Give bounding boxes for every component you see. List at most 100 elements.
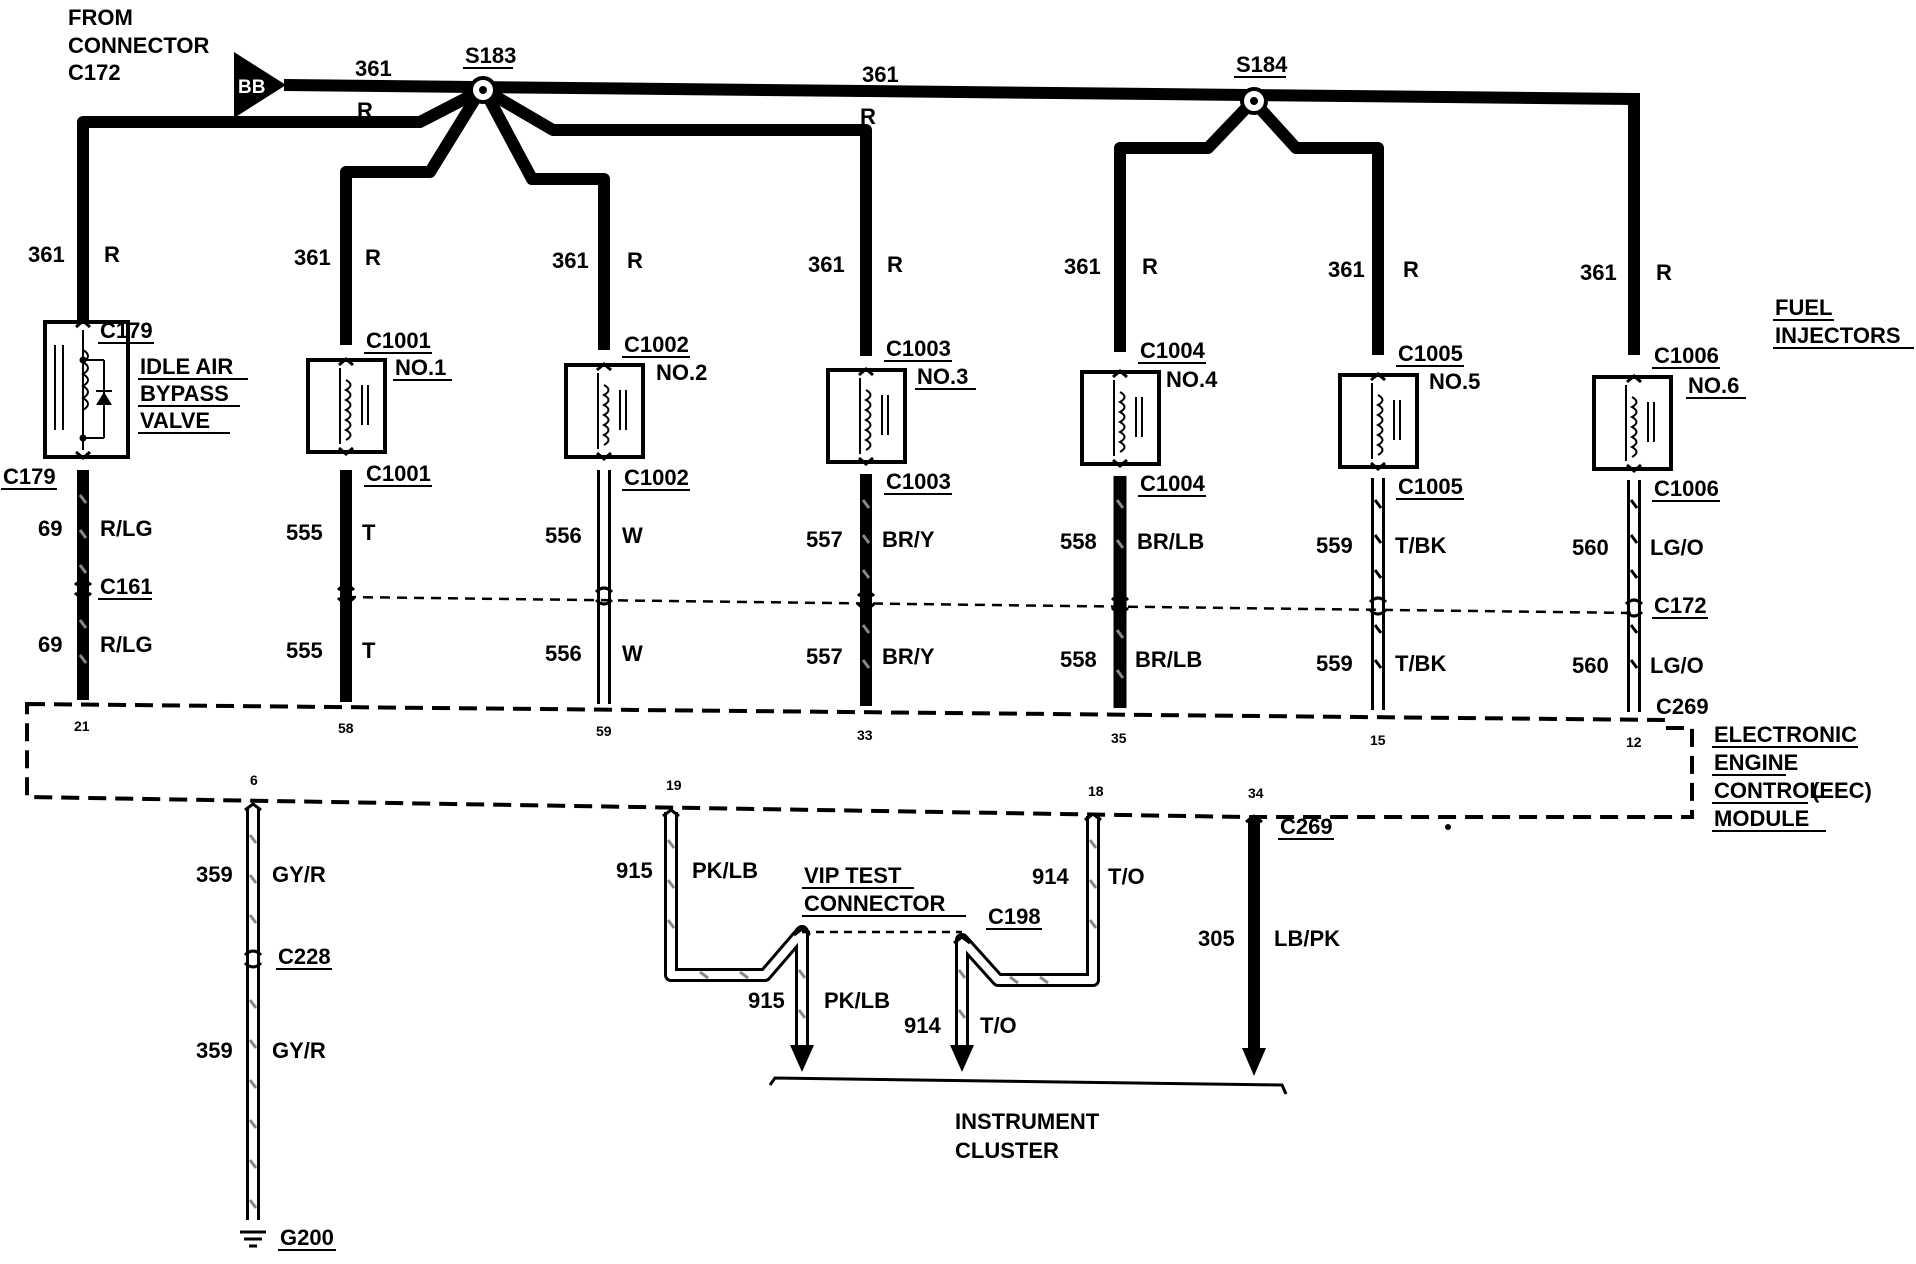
svg-text:C1002: C1002 — [624, 465, 689, 490]
svg-text:556: 556 — [545, 641, 582, 666]
svg-text:915: 915 — [616, 858, 653, 883]
svg-text:NO.4: NO.4 — [1166, 367, 1218, 392]
svg-text:361: 361 — [294, 245, 331, 270]
svg-text:NO.2: NO.2 — [656, 360, 707, 385]
svg-text:VALVE: VALVE — [140, 408, 210, 433]
feed-circuit-label: 361 — [355, 56, 392, 81]
svg-text:LG/O: LG/O — [1650, 653, 1704, 678]
splice-s184: S184 — [1234, 52, 1288, 115]
svg-text:BB: BB — [238, 77, 265, 98]
svg-text:T/O: T/O — [980, 1013, 1017, 1038]
svg-text:T: T — [362, 638, 376, 663]
svg-text:(EEC): (EEC) — [1812, 778, 1872, 803]
svg-text:359: 359 — [196, 862, 233, 887]
svg-text:555: 555 — [286, 520, 323, 545]
svg-text:CONNECTOR: CONNECTOR — [68, 33, 209, 58]
svg-text:12: 12 — [1626, 734, 1642, 750]
svg-text:C1002: C1002 — [624, 332, 689, 357]
svg-text:69: 69 — [38, 632, 62, 657]
branch-color-label: R — [357, 98, 373, 123]
svg-text:C269: C269 — [1656, 694, 1709, 719]
svg-text:559: 559 — [1316, 651, 1353, 676]
svg-text:R: R — [627, 248, 643, 273]
svg-text:C1001: C1001 — [366, 461, 431, 486]
svg-text:BYPASS: BYPASS — [140, 381, 229, 406]
feed-circuit-label: 361 — [862, 62, 899, 87]
svg-text:361: 361 — [1328, 257, 1365, 282]
svg-text:NO.1: NO.1 — [395, 355, 446, 380]
svg-text:C228: C228 — [278, 944, 331, 969]
svg-text:T: T — [362, 520, 376, 545]
svg-text:BR/LB: BR/LB — [1137, 529, 1204, 554]
branch-wires-red — [77, 85, 1384, 356]
svg-text:558: 558 — [1060, 529, 1097, 554]
svg-text:C161: C161 — [100, 574, 153, 599]
svg-text:R/LG: R/LG — [100, 632, 153, 657]
wire-stripes-dark — [1373, 499, 1639, 669]
svg-text:PK/LB: PK/LB — [824, 988, 890, 1013]
svg-text:R: R — [1656, 260, 1672, 285]
svg-text:T/BK: T/BK — [1395, 651, 1446, 676]
svg-text:VIP TEST: VIP TEST — [804, 863, 902, 888]
svg-text:557: 557 — [806, 644, 843, 669]
svg-text:S184: S184 — [1236, 52, 1288, 77]
svg-text:FUEL: FUEL — [1775, 295, 1832, 320]
svg-text:21: 21 — [74, 718, 90, 734]
svg-text:361: 361 — [808, 252, 845, 277]
svg-text:LB/PK: LB/PK — [1274, 926, 1340, 951]
injector-no5 — [1338, 372, 1419, 471]
splice-s183: S183 — [463, 43, 516, 104]
svg-text:CONTROL: CONTROL — [1714, 778, 1823, 803]
svg-text:ENGINE: ENGINE — [1714, 750, 1798, 775]
wire-stripes — [78, 494, 1125, 679]
svg-text:BR/Y: BR/Y — [882, 527, 935, 552]
svg-text:T/BK: T/BK — [1395, 533, 1446, 558]
svg-text:R/LG: R/LG — [100, 516, 153, 541]
svg-text:C269: C269 — [1280, 814, 1333, 839]
c172-dashed-line — [345, 595, 1635, 615]
svg-text:555: 555 — [286, 638, 323, 663]
svg-text:C1005: C1005 — [1398, 341, 1463, 366]
svg-text:W: W — [622, 523, 643, 548]
svg-text:FROM: FROM — [68, 5, 133, 30]
idle-air-bypass-valve — [43, 319, 130, 460]
svg-text:R: R — [1403, 257, 1419, 282]
svg-text:557: 557 — [806, 527, 843, 552]
injector-no2 — [564, 362, 645, 461]
svg-text:35: 35 — [1111, 730, 1127, 746]
injector-no3 — [826, 367, 907, 466]
instrument-cluster-label: INSTRUMENT CLUSTER — [955, 1109, 1100, 1163]
svg-text:560: 560 — [1572, 535, 1609, 560]
cluster-arrows — [790, 1045, 1266, 1076]
fuel-injectors-title: FUEL INJECTORS — [1773, 295, 1914, 349]
svg-text:6: 6 — [250, 772, 258, 788]
svg-text:15: 15 — [1370, 732, 1386, 748]
svg-text:915: 915 — [748, 988, 785, 1013]
svg-text:INSTRUMENT: INSTRUMENT — [955, 1109, 1100, 1134]
svg-text:GY/R: GY/R — [272, 1038, 326, 1063]
svg-text:558: 558 — [1060, 647, 1097, 672]
svg-text:58: 58 — [338, 720, 354, 736]
svg-text:914: 914 — [904, 1013, 941, 1038]
svg-text:361: 361 — [28, 242, 65, 267]
svg-text:C172: C172 — [1654, 593, 1707, 618]
svg-text:C172: C172 — [68, 60, 121, 85]
svg-text:NO.5: NO.5 — [1429, 369, 1480, 394]
svg-text:59: 59 — [596, 723, 612, 739]
cluster-wires — [662, 808, 1263, 1055]
svg-text:GY/R: GY/R — [272, 862, 326, 887]
svg-text:C1001: C1001 — [366, 328, 431, 353]
svg-text:361: 361 — [1580, 260, 1617, 285]
feed-wire-361 — [283, 79, 1640, 355]
source-connector-arrow: BB — [234, 52, 286, 118]
svg-text:560: 560 — [1572, 653, 1609, 678]
svg-text:C1006: C1006 — [1654, 343, 1719, 368]
svg-text:C1004: C1004 — [1140, 471, 1206, 496]
svg-text:C1006: C1006 — [1654, 476, 1719, 501]
ground-wire-359 — [243, 802, 263, 1220]
eec-pin-numbers: 21 58 59 33 35 15 12 6 19 18 34 — [74, 718, 1642, 801]
